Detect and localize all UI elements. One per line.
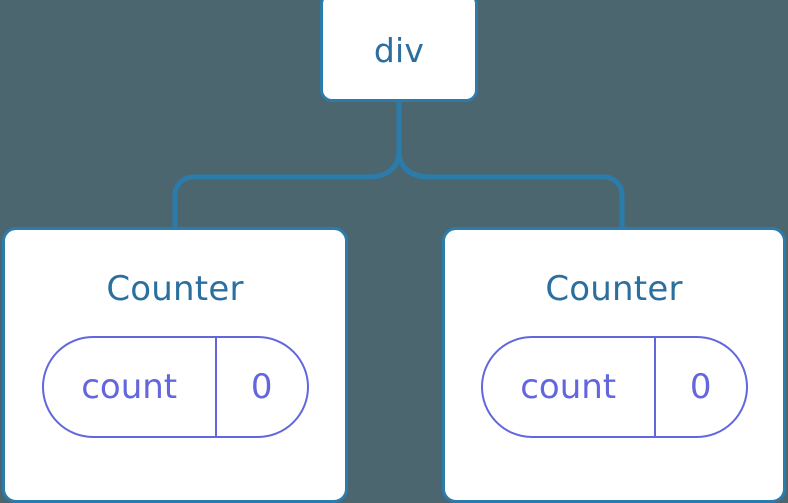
- state-value-cell: 0: [217, 338, 307, 436]
- state-value-label: 0: [689, 367, 712, 407]
- state-key-cell: count: [44, 338, 217, 436]
- node-counter-left-label: Counter: [106, 269, 244, 309]
- node-counter-left[interactable]: Counter count 0: [2, 227, 348, 503]
- state-key-label: count: [81, 367, 178, 407]
- node-counter-right[interactable]: Counter count 0: [442, 227, 786, 503]
- state-value-label: 0: [250, 367, 273, 407]
- node-div-label: div: [373, 30, 425, 70]
- state-key-cell: count: [483, 338, 656, 436]
- node-div[interactable]: div: [320, 0, 478, 102]
- state-value-cell: 0: [656, 338, 746, 436]
- node-counter-right-label: Counter: [545, 269, 683, 309]
- connector-to-counter-right: [396, 147, 625, 232]
- state-pill-counter-right[interactable]: count 0: [480, 336, 748, 438]
- state-pill-counter-left[interactable]: count 0: [41, 336, 309, 438]
- state-key-label: count: [520, 367, 617, 407]
- connector-to-counter-left: [172, 147, 402, 232]
